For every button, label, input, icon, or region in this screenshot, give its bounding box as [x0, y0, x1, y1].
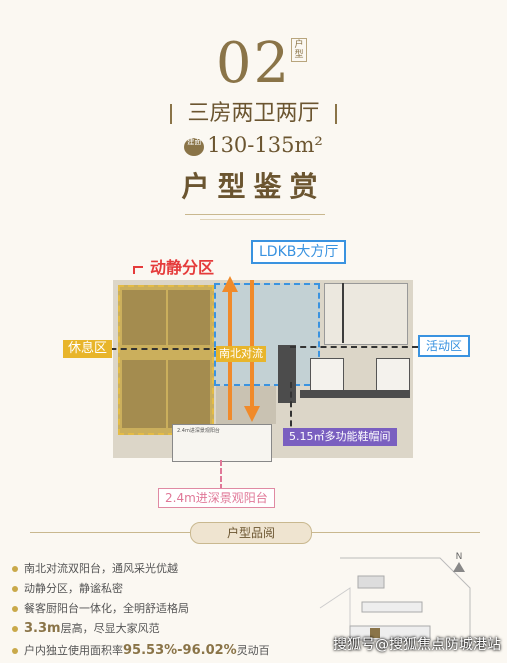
unit-number: 02 — [215, 31, 292, 96]
area-badge: 建面 — [184, 137, 205, 156]
zone-title-corner — [133, 266, 143, 274]
bullet-1: 南北对流双阳台，通风采光优越 — [12, 562, 178, 576]
balcony-label: 2.4m进深景观阳台 — [158, 488, 275, 508]
stair-core — [324, 283, 408, 345]
south-balcony: 2.4m进深景观阳台 — [172, 424, 272, 462]
review-rule-left — [30, 532, 190, 533]
bullet-dot — [12, 586, 18, 592]
bullet-text: 户内独立使用面积率 — [24, 644, 123, 657]
bullet-dot — [12, 626, 18, 632]
shoe-room — [278, 345, 296, 403]
bullet-text: 餐客厨阳台一体化，全明舒适格局 — [24, 602, 189, 615]
bullet-text: 动静分区，静谧私密 — [24, 582, 123, 595]
unit-tag: 户型 — [291, 38, 307, 62]
review-rule-right — [310, 532, 480, 533]
watermark: 搜狐号@搜狐焦点防城港站 — [333, 637, 501, 653]
elevator-1 — [310, 358, 344, 396]
active-zone-label: 活动区 — [418, 335, 471, 357]
bullet-dot — [12, 648, 18, 654]
bullet-text: 层高，尽显大家风范 — [60, 622, 160, 635]
title-rule-2 — [200, 219, 310, 220]
stair-wall — [342, 283, 344, 343]
living-room — [216, 386, 276, 424]
site-map — [319, 557, 471, 648]
corridor-wall — [300, 390, 410, 398]
bedroom-3 — [122, 360, 166, 428]
page-title: 户型鉴赏 — [181, 170, 326, 203]
bullet-3: 餐客厨阳台一体化，全明舒适格局 — [12, 602, 189, 616]
north-label: N — [455, 552, 463, 562]
area-value: 130-135m² — [207, 133, 323, 157]
balcony-inner-text: 2.4m进深景观阳台 — [177, 428, 220, 434]
active-leader — [290, 346, 418, 348]
cross-vent-label: 南北对流 — [216, 346, 266, 362]
divider-left — [170, 104, 172, 124]
bullet-dot — [12, 606, 18, 612]
ldkb-label: LDKB大方厅 — [251, 240, 347, 264]
review-heading: 户型品阅 — [190, 522, 312, 544]
room-config: 三房两卫两厅 — [187, 101, 320, 126]
balcony-leader — [220, 460, 222, 490]
bullet-dot — [12, 566, 18, 572]
zone-title: 动静分区 — [150, 258, 215, 277]
bullet-4: 3.3m层高，尽显大家风范 — [12, 622, 160, 636]
bullet-text: 南北对流双阳台，通风采光优越 — [24, 562, 178, 575]
title-rule — [185, 214, 325, 215]
bullet-5: 户内独立使用面积率95.53%-96.02%灵动百 — [12, 644, 270, 658]
north-arrow-icon — [453, 562, 465, 572]
master-bedroom — [168, 360, 210, 428]
usage-ratio: 95.53%-96.02% — [123, 643, 237, 658]
elevator-2 — [376, 358, 410, 396]
bullet-2: 动静分区，静谧私密 — [12, 582, 123, 596]
shoe-leader — [290, 382, 292, 436]
bedroom-2 — [168, 290, 210, 345]
rest-zone-label: 休息区 — [63, 340, 113, 358]
rest-leader — [100, 348, 220, 350]
divider-right — [335, 104, 337, 124]
bedroom-1 — [122, 290, 166, 345]
ceiling-height: 3.3m — [24, 621, 61, 636]
shoe-room-label: 5.15㎡多功能鞋帽间 — [283, 428, 397, 446]
bullet-text-tail: 灵动百 — [236, 644, 270, 657]
